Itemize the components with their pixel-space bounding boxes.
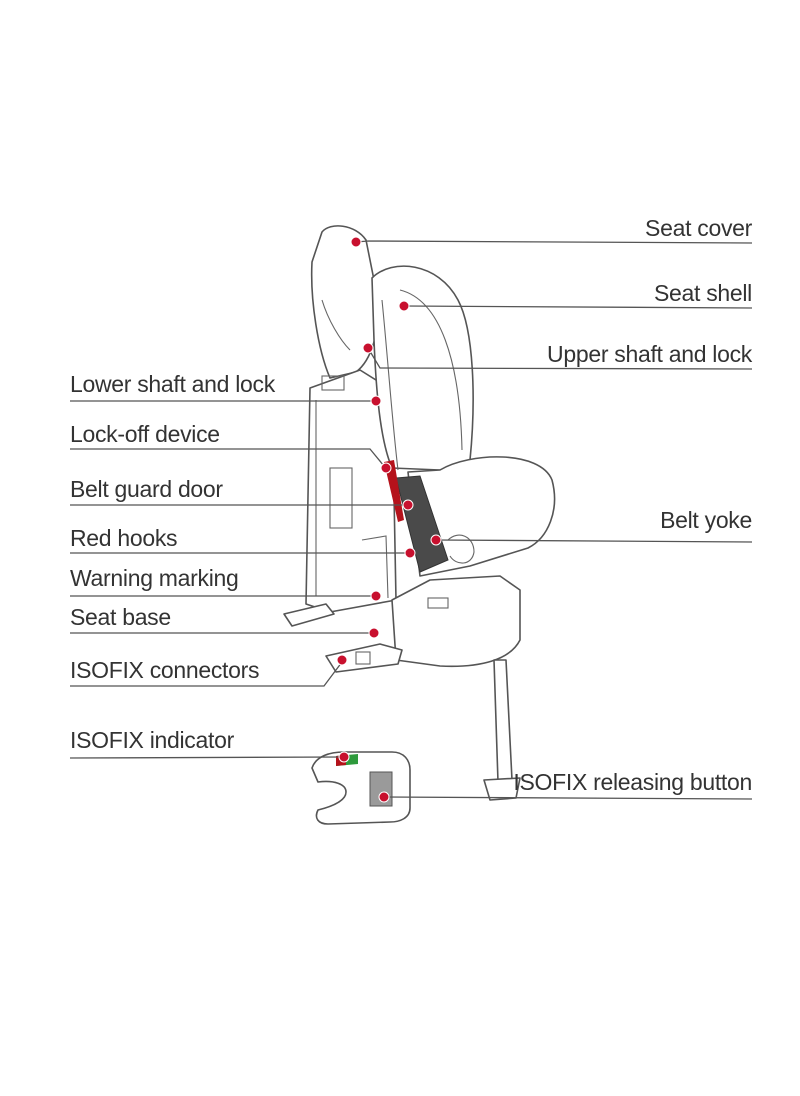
label-upper-shaft-lock: Upper shaft and lock [547,341,753,367]
marker-seat-base [368,627,380,639]
seat-shell-side [407,456,556,577]
marker-isofix-connectors [336,654,348,666]
marker-belt-yoke [430,534,442,546]
label-lower-shaft-lock: Lower shaft and lock [70,371,276,397]
marker-lock-off [380,462,392,474]
rear-headrest [310,225,380,379]
shell-wing-line [381,299,399,471]
red-belt-strap [384,460,404,522]
headrest-inner-line [321,299,351,351]
shell-edge-line [399,289,463,451]
label-lock-off-device: Lock-off device [70,421,220,447]
frame-slot [329,467,353,529]
labels: Seat cover Seat shell Upper shaft and lo… [70,215,753,795]
marker-dots [336,236,442,803]
label-isofix-indicator: ISOFIX indicator [70,727,235,753]
label-seat-cover: Seat cover [645,215,753,241]
marker-lower-shaft [370,395,382,407]
leader-belt-yoke [435,539,753,543]
base-latch [427,597,449,609]
car-seat-illustration [283,225,556,825]
leader-lock-off [70,448,385,467]
label-seat-shell: Seat shell [654,280,752,306]
marker-upper-shaft [362,342,374,354]
marker-seat-shell [398,300,410,312]
isofix-arm-upper [283,603,335,627]
leader-seat-shell [403,305,753,309]
isofix-arm-lower [325,643,403,673]
marker-isofix-indicator [338,751,350,763]
marker-warning-marking [370,590,382,602]
label-belt-guard-door: Belt guard door [70,476,223,502]
leader-isofix-indicator [69,756,345,759]
leader-isofix-connectors [70,661,343,687]
leader-lines [69,240,753,800]
label-isofix-connectors: ISOFIX connectors [70,657,259,683]
marker-belt-guard [402,499,414,511]
label-warning-marking: Warning marking [70,565,238,591]
leader-upper-shaft [367,347,753,370]
isofix-indicator-unit [311,751,411,825]
seat-base-body [391,575,521,668]
label-red-hooks: Red hooks [70,525,177,551]
label-seat-base: Seat base [70,604,171,630]
leader-seat-cover [355,240,753,244]
marker-seat-cover [350,236,362,248]
marker-red-hooks [404,547,416,559]
marker-isofix-release [378,791,390,803]
label-isofix-releasing-button: ISOFIX releasing button [513,769,752,795]
frame-rib [361,535,389,599]
belt-yoke-loop [447,534,475,564]
lock-off-bracket [321,375,345,391]
leader-isofix-release [383,796,753,800]
support-leg [493,659,513,783]
label-belt-yoke: Belt yoke [660,507,752,533]
isofix-lock-slot [355,651,371,665]
